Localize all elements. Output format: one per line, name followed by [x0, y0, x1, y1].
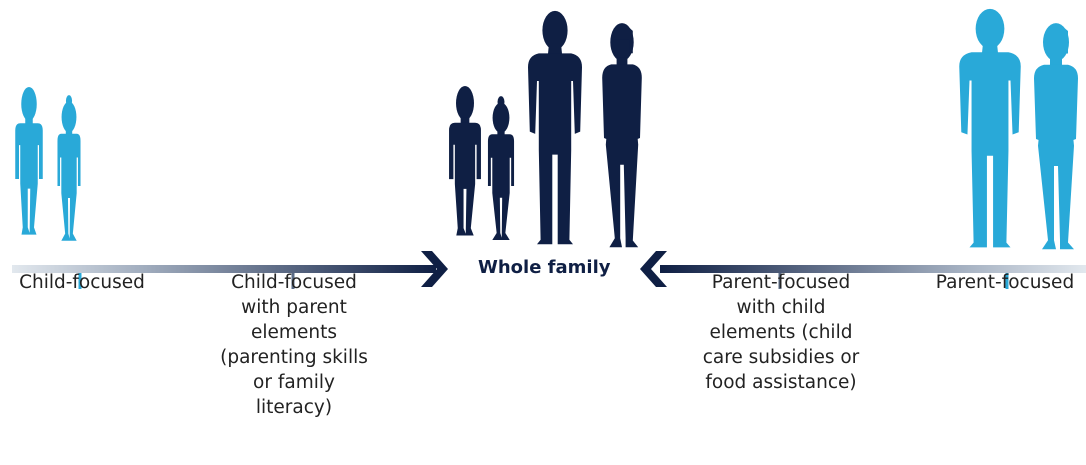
girl-silhouette-icon [57, 95, 81, 241]
right-arrow-head-icon [640, 251, 667, 287]
whole-family-figures [449, 10, 642, 248]
boy-silhouette-icon [449, 86, 481, 236]
left-arrow-shaft [12, 265, 436, 273]
woman-silhouette-icon [602, 23, 642, 248]
left-arrow-head-icon [421, 251, 448, 287]
right-arrow-shaft [660, 265, 1086, 273]
scale-label-child-focused: Child-focused [19, 272, 145, 293]
man-silhouette-icon [959, 8, 1021, 248]
man-silhouette-icon [528, 10, 582, 245]
center-label: Whole family [478, 257, 611, 278]
scale-label-parent-child-elements: Parent-focused with child elements (chil… [702, 272, 860, 393]
scale-label-parent-focused: Parent-focused [935, 272, 1075, 293]
girl-silhouette-icon [487, 96, 515, 241]
boy-silhouette-icon [15, 87, 43, 235]
woman-silhouette-icon [1034, 23, 1078, 250]
parent-focused-figures [959, 8, 1078, 250]
child-focused-figures [15, 87, 81, 241]
scale-label-child-parent-elements: Child-focused with parent elements (pare… [220, 272, 368, 418]
